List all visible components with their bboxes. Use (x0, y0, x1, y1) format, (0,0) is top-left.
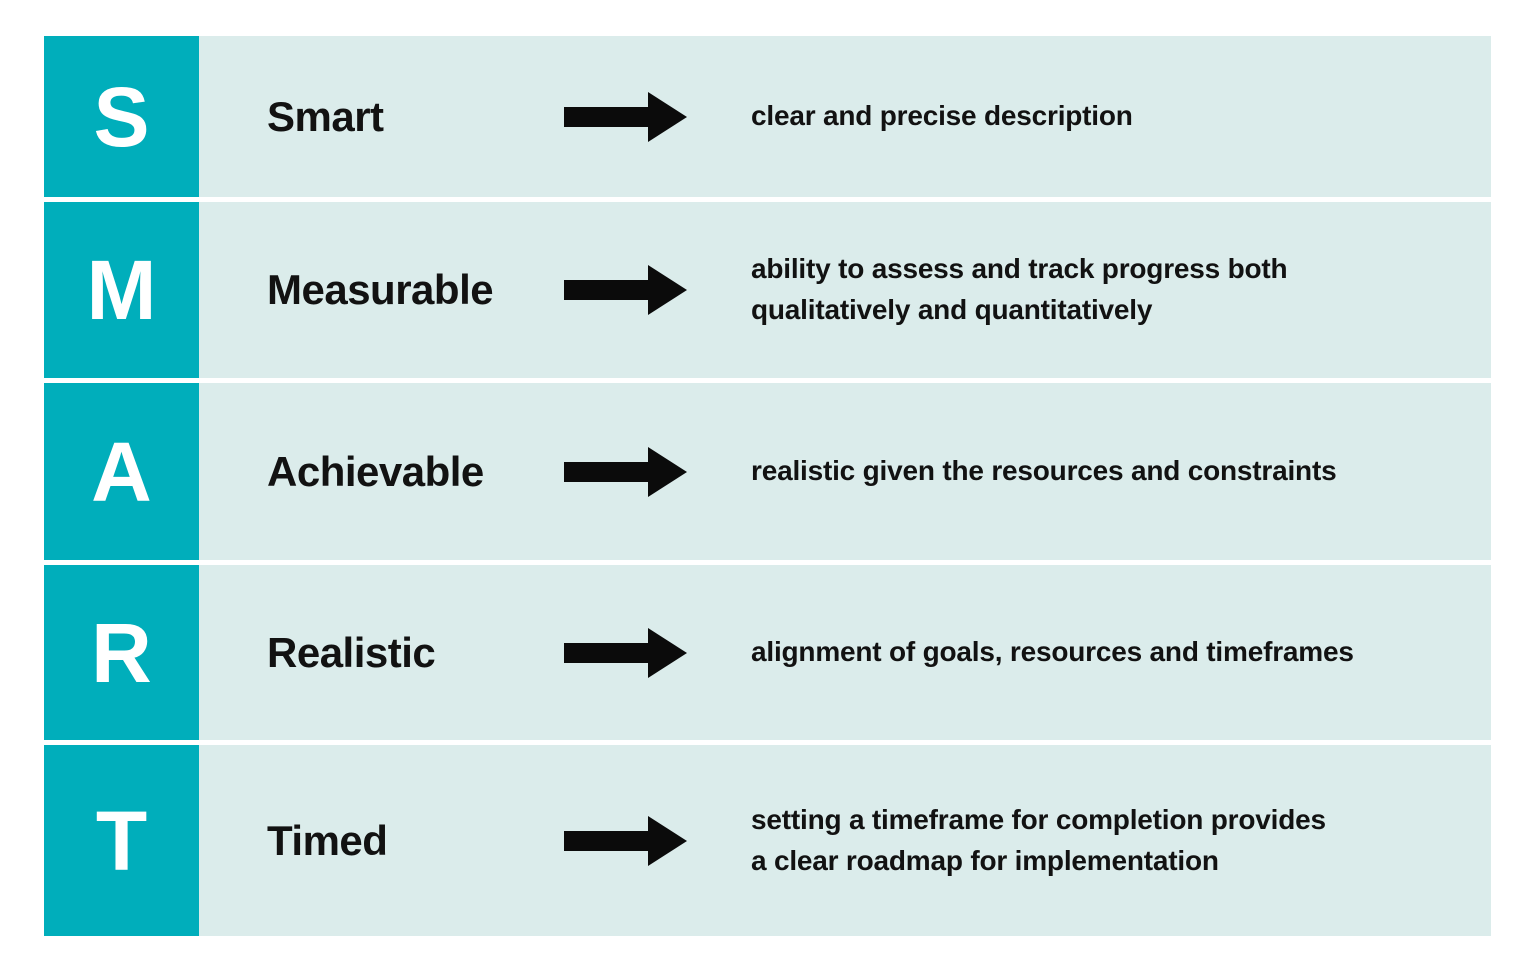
description-line: clear and precise description (751, 100, 1133, 132)
letter-cell-t: T (44, 745, 199, 936)
row-realistic: R Realistic alignment of goals, resource… (44, 565, 1491, 740)
letter-cell-r: R (44, 565, 199, 740)
description-line: qualitatively and quantitatively (751, 294, 1153, 325)
right-arrow-icon (564, 91, 688, 143)
description-timed: setting a timeframe for completion provi… (751, 800, 1326, 881)
right-arrow-icon (564, 264, 688, 316)
row-smart: S Smart clear and precise description (44, 36, 1491, 197)
description-line: alignment of goals, resources and timefr… (751, 636, 1354, 668)
row-smart-content: Smart clear and precise description (199, 36, 1491, 197)
row-measurable: M Measurable ability to assess and track… (44, 202, 1491, 378)
letter-a: A (91, 424, 152, 519)
term-measurable: Measurable (267, 266, 494, 313)
row-achievable: A Achievable realistic given the resourc… (44, 383, 1491, 560)
right-arrow-icon (564, 627, 688, 679)
row-timed-content: Timed setting a timeframe for completion… (199, 745, 1491, 936)
row-achievable-content: Achievable realistic given the resources… (199, 383, 1491, 560)
row-realistic-content: Realistic alignment of goals, resources … (199, 565, 1491, 740)
term-smart: Smart (267, 92, 384, 140)
description-line: a clear roadmap for implementation (751, 844, 1219, 876)
description-line: ability to assess and track progress bot… (751, 253, 1288, 285)
description-smart: clear and precise description (751, 96, 1133, 137)
letter-cell-m: M (44, 202, 199, 378)
right-arrow-icon (564, 446, 688, 498)
term-timed: Timed (267, 816, 388, 864)
letter-m: M (86, 243, 157, 337)
description-measurable: ability to assess and track progress bot… (751, 249, 1288, 330)
letter-cell-s: S (44, 36, 199, 197)
term-realistic: Realistic (267, 628, 436, 676)
description-line: setting a timeframe for completion provi… (751, 803, 1326, 835)
right-arrow-icon (564, 815, 688, 867)
row-measurable-content: Measurable ability to assess and track p… (199, 202, 1491, 378)
description-realistic: alignment of goals, resources and timefr… (751, 632, 1354, 673)
description-achievable: realistic given the resources and constr… (751, 451, 1337, 492)
letter-t: T (95, 793, 148, 888)
term-achievable: Achievable (267, 447, 484, 495)
letter-s: S (93, 69, 150, 164)
letter-r: R (91, 605, 152, 700)
description-line: realistic given the resources and constr… (751, 455, 1337, 487)
smart-table: S Smart clear and precise description M … (44, 36, 1491, 936)
letter-cell-a: A (44, 383, 199, 560)
row-timed: T Timed setting a timeframe for completi… (44, 745, 1491, 936)
